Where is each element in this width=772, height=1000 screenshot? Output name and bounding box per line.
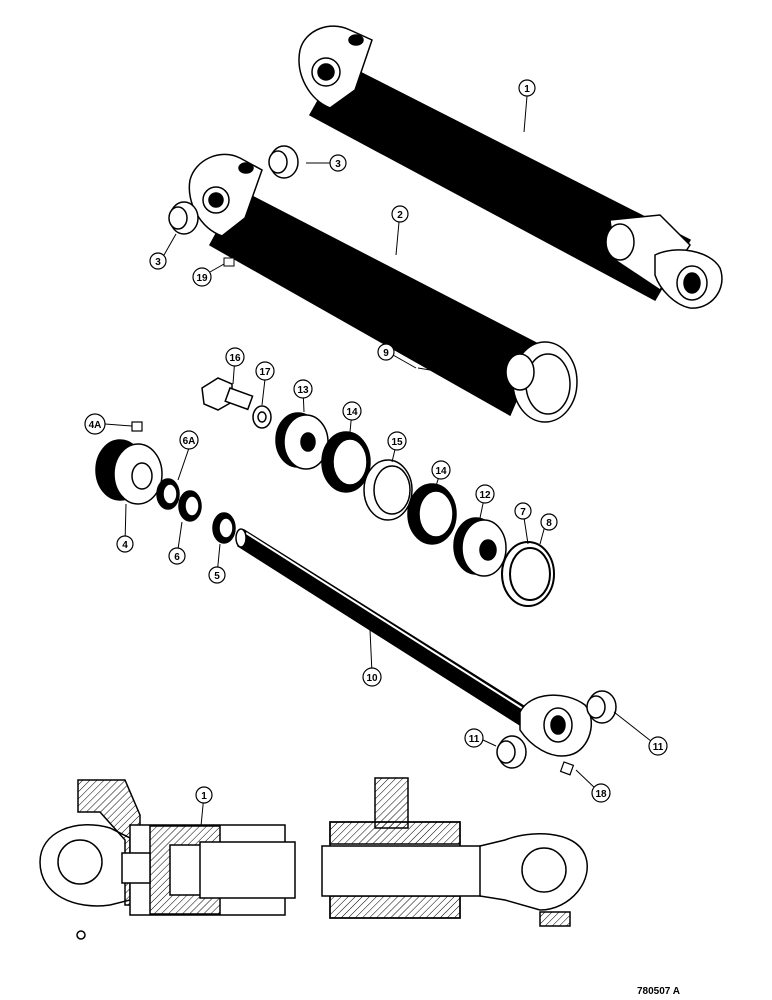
svg-text:4A: 4A: [89, 420, 102, 431]
callout-7: 7: [514, 502, 532, 520]
head-4: [95, 439, 163, 505]
callout-8: 8: [540, 513, 558, 531]
wiper-5: [212, 512, 236, 544]
seal-14a: [321, 431, 371, 493]
svg-text:11: 11: [469, 734, 480, 745]
callout-17: 17: [255, 361, 275, 381]
svg-text:9: 9: [383, 348, 389, 359]
callout-1-section: 1: [195, 786, 213, 804]
seal-14b: [407, 483, 457, 545]
bushing-11a: [496, 735, 527, 769]
svg-text:4: 4: [122, 540, 128, 551]
callout-14a: 14: [342, 401, 362, 421]
cylinder-assembly-top: [298, 25, 723, 309]
callout-10: 10: [362, 667, 382, 687]
svg-text:7: 7: [520, 507, 526, 518]
callout-6A: 6A: [179, 430, 199, 450]
section-view-base-end: [39, 779, 296, 940]
callout-2: 2: [391, 205, 409, 223]
callout-15: 15: [387, 431, 407, 451]
leader-lines: [104, 95, 657, 827]
svg-text:11: 11: [653, 742, 664, 753]
callout-18: 18: [591, 783, 611, 803]
figure-id: 780507 A: [637, 986, 680, 997]
svg-text:3: 3: [335, 159, 341, 170]
svg-text:19: 19: [196, 273, 208, 284]
grease-fitting-19: [223, 257, 235, 267]
svg-text:3: 3: [155, 257, 161, 268]
svg-text:13: 13: [297, 385, 309, 396]
svg-text:12: 12: [479, 490, 491, 501]
plug-4A: [131, 421, 143, 432]
svg-text:1: 1: [201, 791, 207, 802]
callout-5: 5: [208, 566, 226, 584]
callout-3b: 3: [149, 252, 167, 270]
callout-16: 16: [225, 347, 245, 367]
bushing-3b: [168, 201, 199, 235]
svg-text:16: 16: [229, 353, 241, 364]
piston-12: [453, 517, 507, 577]
ring-15: [363, 459, 413, 521]
grease-fitting-18: [559, 761, 575, 776]
callout-12: 12: [475, 484, 495, 504]
svg-text:15: 15: [391, 437, 403, 448]
svg-text:6A: 6A: [183, 436, 196, 447]
svg-text:8: 8: [546, 518, 552, 529]
bushing-3a: [268, 145, 299, 179]
callout-6: 6: [168, 547, 186, 565]
callout-13: 13: [293, 379, 313, 399]
callout-9: 9: [377, 343, 395, 361]
screw-9: [417, 367, 506, 379]
seal-6A: [156, 478, 180, 510]
piston-13: [275, 412, 329, 470]
callout-4A: 4A: [84, 413, 106, 435]
svg-text:10: 10: [366, 673, 378, 684]
callout-4: 4: [116, 535, 134, 553]
callout-14b: 14: [431, 460, 451, 480]
svg-text:5: 5: [214, 571, 220, 582]
washer-17: [252, 405, 272, 429]
callout-19: 19: [192, 267, 212, 287]
ring-7-8: [501, 541, 555, 607]
svg-text:18: 18: [595, 789, 607, 800]
svg-text:14: 14: [435, 466, 447, 477]
svg-text:14: 14: [346, 407, 358, 418]
callout-3a: 3: [329, 154, 347, 172]
bolt-16: [201, 377, 254, 411]
rod-10: [235, 528, 593, 757]
svg-text:17: 17: [259, 367, 271, 378]
svg-text:2: 2: [397, 210, 403, 221]
section-view-rod-end: [321, 777, 588, 927]
bushing-11b: [586, 690, 617, 724]
svg-text:6: 6: [174, 552, 180, 563]
callout-1-top: 1: [518, 79, 536, 97]
barrel-part-2: [188, 153, 578, 423]
callout-11a: 11: [464, 728, 484, 748]
svg-text:1: 1: [524, 84, 530, 95]
callout-11b: 11: [648, 736, 668, 756]
seal-6: [178, 490, 202, 522]
